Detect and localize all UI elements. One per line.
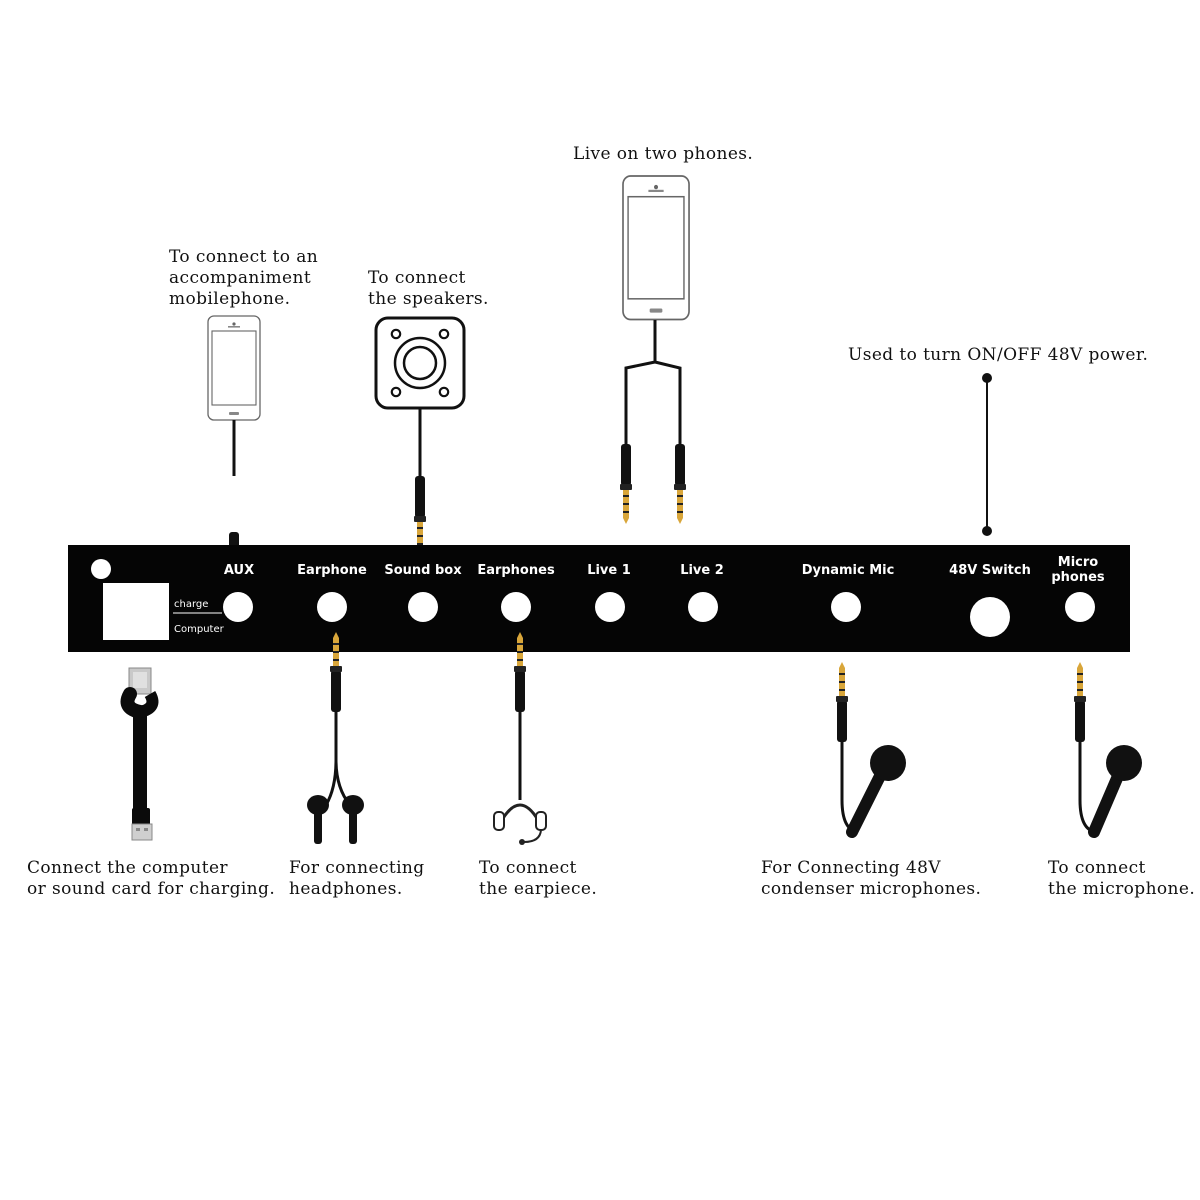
charge-label: charge bbox=[174, 599, 208, 610]
jack-sound-box[interactable] bbox=[408, 592, 438, 622]
port-label-micro: Micro bbox=[1058, 555, 1099, 570]
caption-live-two-phones: Live on two phones. bbox=[573, 144, 754, 164]
earbuds-icon bbox=[307, 712, 364, 844]
usb-port[interactable] bbox=[103, 583, 169, 640]
audio-plug-icon bbox=[414, 476, 426, 556]
pointer-line bbox=[982, 373, 992, 536]
caption-accompaniment: To connect to an accompaniment mobilepho… bbox=[169, 247, 319, 309]
audio-plug-icon bbox=[674, 444, 686, 524]
audio-plug-icon bbox=[836, 662, 848, 742]
caption-charging: Connect the computer or sound card for c… bbox=[27, 858, 276, 899]
jack-live-2[interactable] bbox=[688, 592, 718, 622]
port-label-live-2: Live 2 bbox=[680, 563, 724, 578]
caption-headphones: For connecting headphones. bbox=[289, 858, 425, 899]
speaker-icon bbox=[374, 316, 466, 476]
jack-aux[interactable] bbox=[223, 592, 253, 622]
caption-microphone: To connect the microphone. bbox=[1048, 858, 1196, 899]
caption-speakers: To connect the speakers. bbox=[368, 268, 489, 309]
mobile-phone-icon bbox=[622, 175, 690, 444]
port-label-48v-switch: 48V Switch bbox=[949, 563, 1031, 578]
port-label-sound-box: Sound box bbox=[384, 563, 462, 578]
caption-48v-switch: Used to turn ON/OFF 48V power. bbox=[848, 345, 1149, 365]
microphone-icon bbox=[1078, 742, 1142, 838]
port-label-live-1: Live 1 bbox=[587, 563, 631, 578]
jack-microphones[interactable] bbox=[1065, 592, 1095, 622]
jack-dynamic-mic[interactable] bbox=[831, 592, 861, 622]
port-label-earphones: Earphones bbox=[477, 563, 555, 578]
jack-live-1[interactable] bbox=[595, 592, 625, 622]
headset-icon bbox=[493, 712, 547, 845]
usb-cable-icon bbox=[120, 667, 159, 841]
jack-earphone[interactable] bbox=[317, 592, 347, 622]
port-label-dynamic-mic: Dynamic Mic bbox=[802, 563, 895, 578]
switch-48v[interactable] bbox=[970, 597, 1010, 637]
audio-plug-icon bbox=[1074, 662, 1086, 742]
port-label-aux: AUX bbox=[224, 563, 254, 578]
port-label-phones: phones bbox=[1051, 570, 1105, 585]
mobile-phone-icon bbox=[207, 315, 261, 476]
caption-earpiece: To connect the earpiece. bbox=[479, 858, 598, 899]
caption-condenser: For Connecting 48V condenser microphones… bbox=[761, 858, 982, 899]
audio-plug-icon bbox=[620, 444, 632, 524]
computer-label: Computer bbox=[174, 624, 225, 635]
port-label-earphone: Earphone bbox=[297, 563, 367, 578]
microphone-icon bbox=[840, 742, 906, 838]
jack-earphones[interactable] bbox=[501, 592, 531, 622]
